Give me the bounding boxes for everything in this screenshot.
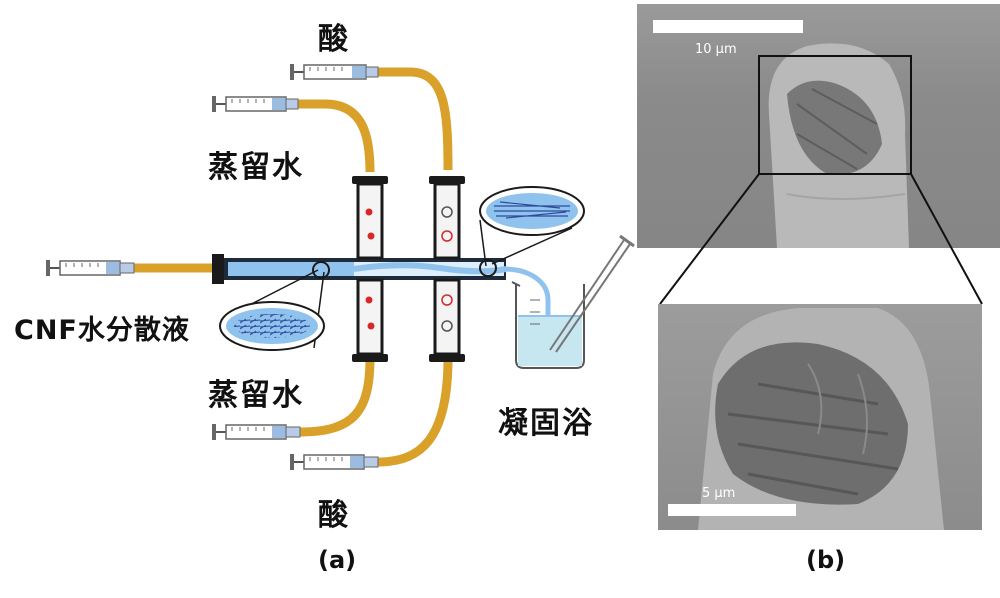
distilled-water-top-label: 蒸留水 [208,150,304,185]
flow-device-diagram [46,64,635,470]
panel-b-caption: (b) [806,546,846,574]
acid-column [429,176,465,362]
sem-image-overview: 10 μm [637,4,1000,248]
scale-bar-10um [653,20,803,33]
coagulation-bath [503,266,585,369]
distilled-water-bottom-label: 蒸留水 [208,378,304,413]
acid-top-label: 酸 [318,22,350,57]
tube-bottom-acid [377,357,453,467]
water-column [352,176,388,362]
scale-bar-5um [668,504,796,516]
sem-image-zoom: 5 μm [658,304,982,530]
panel-a-caption: (a) [318,546,357,574]
syringe-bottom-water [212,424,301,440]
tweezers [549,234,635,353]
cnf-dispersion-label: CNF水分散液 [14,315,190,346]
tube-top-acid [378,67,453,171]
scale-label-5um: 5 μm [702,486,736,501]
coagulation-bath-label: 凝固浴 [498,406,594,441]
tube-bottom-water [299,357,375,437]
syringe-top-acid [290,64,379,80]
syringe-top-water [212,96,299,112]
syringe-cnf [46,260,135,276]
main-channel [212,254,507,284]
syringe-bottom-acid [290,454,379,470]
fiber-overview-shape [758,43,912,248]
scale-label-10um: 10 μm [695,42,737,57]
fiber-zoom-shape [698,308,944,530]
cnf-dispersed-inset [219,261,330,351]
acid-bottom-label: 酸 [318,498,350,533]
cnf-aligned-inset [479,186,585,277]
tube-top-water [298,99,375,173]
